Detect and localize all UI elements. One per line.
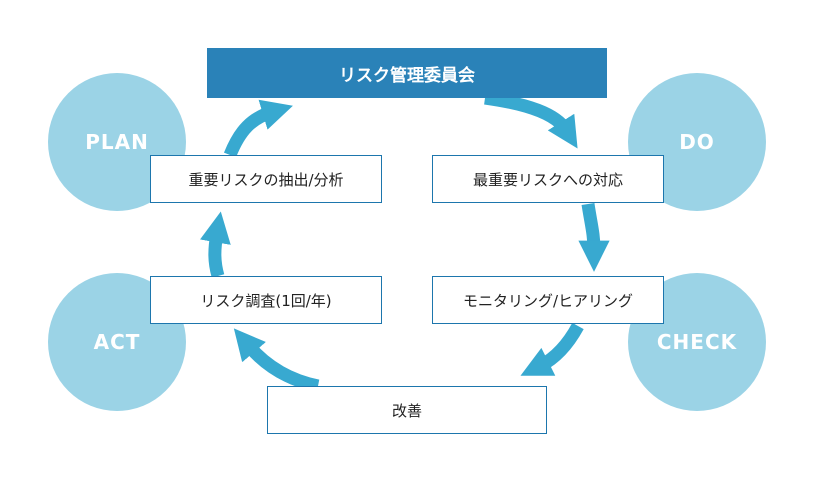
risk-committee-title: リスク管理委員会 xyxy=(339,65,475,86)
act-label: ACT xyxy=(93,330,141,354)
plan-label: PLAN xyxy=(85,130,149,154)
arrow-extract-to-header xyxy=(223,99,293,158)
act-circle: ACT xyxy=(48,273,186,411)
arrow-monitor-to-improve xyxy=(520,322,584,376)
step-monitor-label: モニタリング/ヒアリング xyxy=(462,291,634,310)
step-monitor-box: モニタリング/ヒアリング xyxy=(432,276,664,324)
step-improve-box: 改善 xyxy=(267,386,547,434)
step-extract-label: 重要リスクの抽出/分析 xyxy=(188,170,344,189)
arrow-survey-to-extract xyxy=(200,211,231,278)
step-survey-box: リスク調査(1回/年) xyxy=(150,276,382,324)
arrow-improve-to-survey xyxy=(233,328,320,393)
check-label: CHECK xyxy=(656,330,738,354)
risk-committee-header: リスク管理委員会 xyxy=(207,48,607,98)
arrow-respond-to-monitor xyxy=(578,203,610,272)
step-respond-label: 最重要リスクへの対応 xyxy=(472,170,623,189)
arrow-header-to-respond xyxy=(484,91,578,149)
step-extract-box: 重要リスクの抽出/分析 xyxy=(150,155,382,203)
plan-circle: PLAN xyxy=(48,73,186,211)
step-respond-box: 最重要リスクへの対応 xyxy=(432,155,664,203)
step-improve-label: 改善 xyxy=(391,401,422,420)
step-survey-label: リスク調査(1回/年) xyxy=(200,291,332,310)
do-label: DO xyxy=(679,130,715,154)
